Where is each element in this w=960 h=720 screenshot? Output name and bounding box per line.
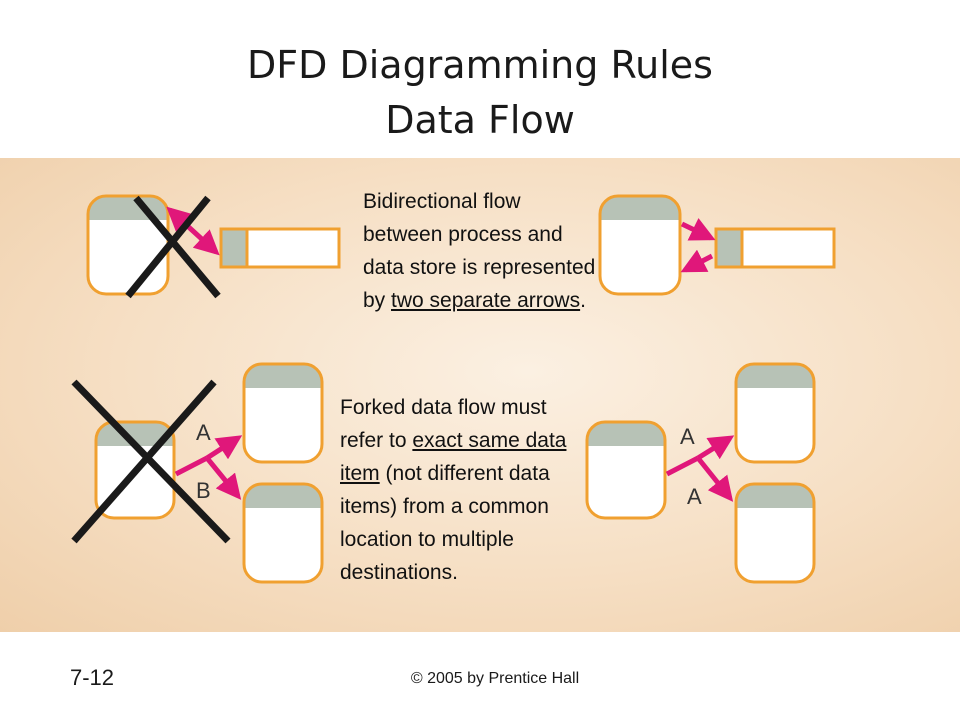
- rule-bidirectional-text: Bidirectional flow between process and d…: [363, 185, 603, 317]
- process-shape: [598, 194, 682, 296]
- rule1-underlined-text: two separate arrows: [391, 289, 581, 312]
- rule1-text-end: .: [580, 289, 586, 312]
- slide-title: DFD Diagramming Rules Data Flow: [0, 38, 960, 148]
- title-line-2: Data Flow: [385, 98, 575, 142]
- fork-label-a: A: [196, 420, 211, 445]
- cross-mark-icon: [71, 379, 231, 544]
- process-shape: [585, 420, 667, 520]
- rule1-text-part: Bidirectional flow between process and d…: [363, 190, 596, 312]
- destination-shape: [734, 482, 816, 584]
- flow-arrow-to-process: [680, 249, 714, 273]
- slide-number: 7-12: [70, 665, 115, 690]
- process-shape: [86, 194, 170, 296]
- destination-shape: [242, 362, 324, 464]
- fork-label-a: A: [680, 424, 695, 449]
- diagram-panel: A B A A Bidirectional f: [0, 158, 960, 632]
- flow-arrow-to-store: [680, 218, 716, 241]
- rule2-underlined-text: exact same data item: [340, 429, 567, 485]
- cross-mark-icon: [125, 195, 221, 299]
- destination-shape: [734, 362, 816, 464]
- bidirectional-arrow: [166, 206, 220, 256]
- data-store-shape: [219, 227, 341, 269]
- dfd-diagram: A B A A: [71, 194, 836, 584]
- rule2-text-end: (not different data items) from a common…: [340, 462, 550, 584]
- rule-forked-text: Forked data flow must refer to exact sam…: [340, 391, 580, 589]
- forked-arrow: [665, 435, 735, 502]
- copyright-text: © 2005 by Prentice Hall: [410, 670, 580, 687]
- data-store-shape: [714, 227, 836, 269]
- title-line-1: DFD Diagramming Rules: [247, 43, 713, 87]
- rule2-text-part: Forked data flow must refer to: [340, 396, 547, 452]
- fork-label-b: B: [196, 478, 211, 503]
- destination-shape: [242, 482, 324, 584]
- fork-label-a-second: A: [687, 484, 702, 509]
- forked-arrow: [174, 435, 243, 500]
